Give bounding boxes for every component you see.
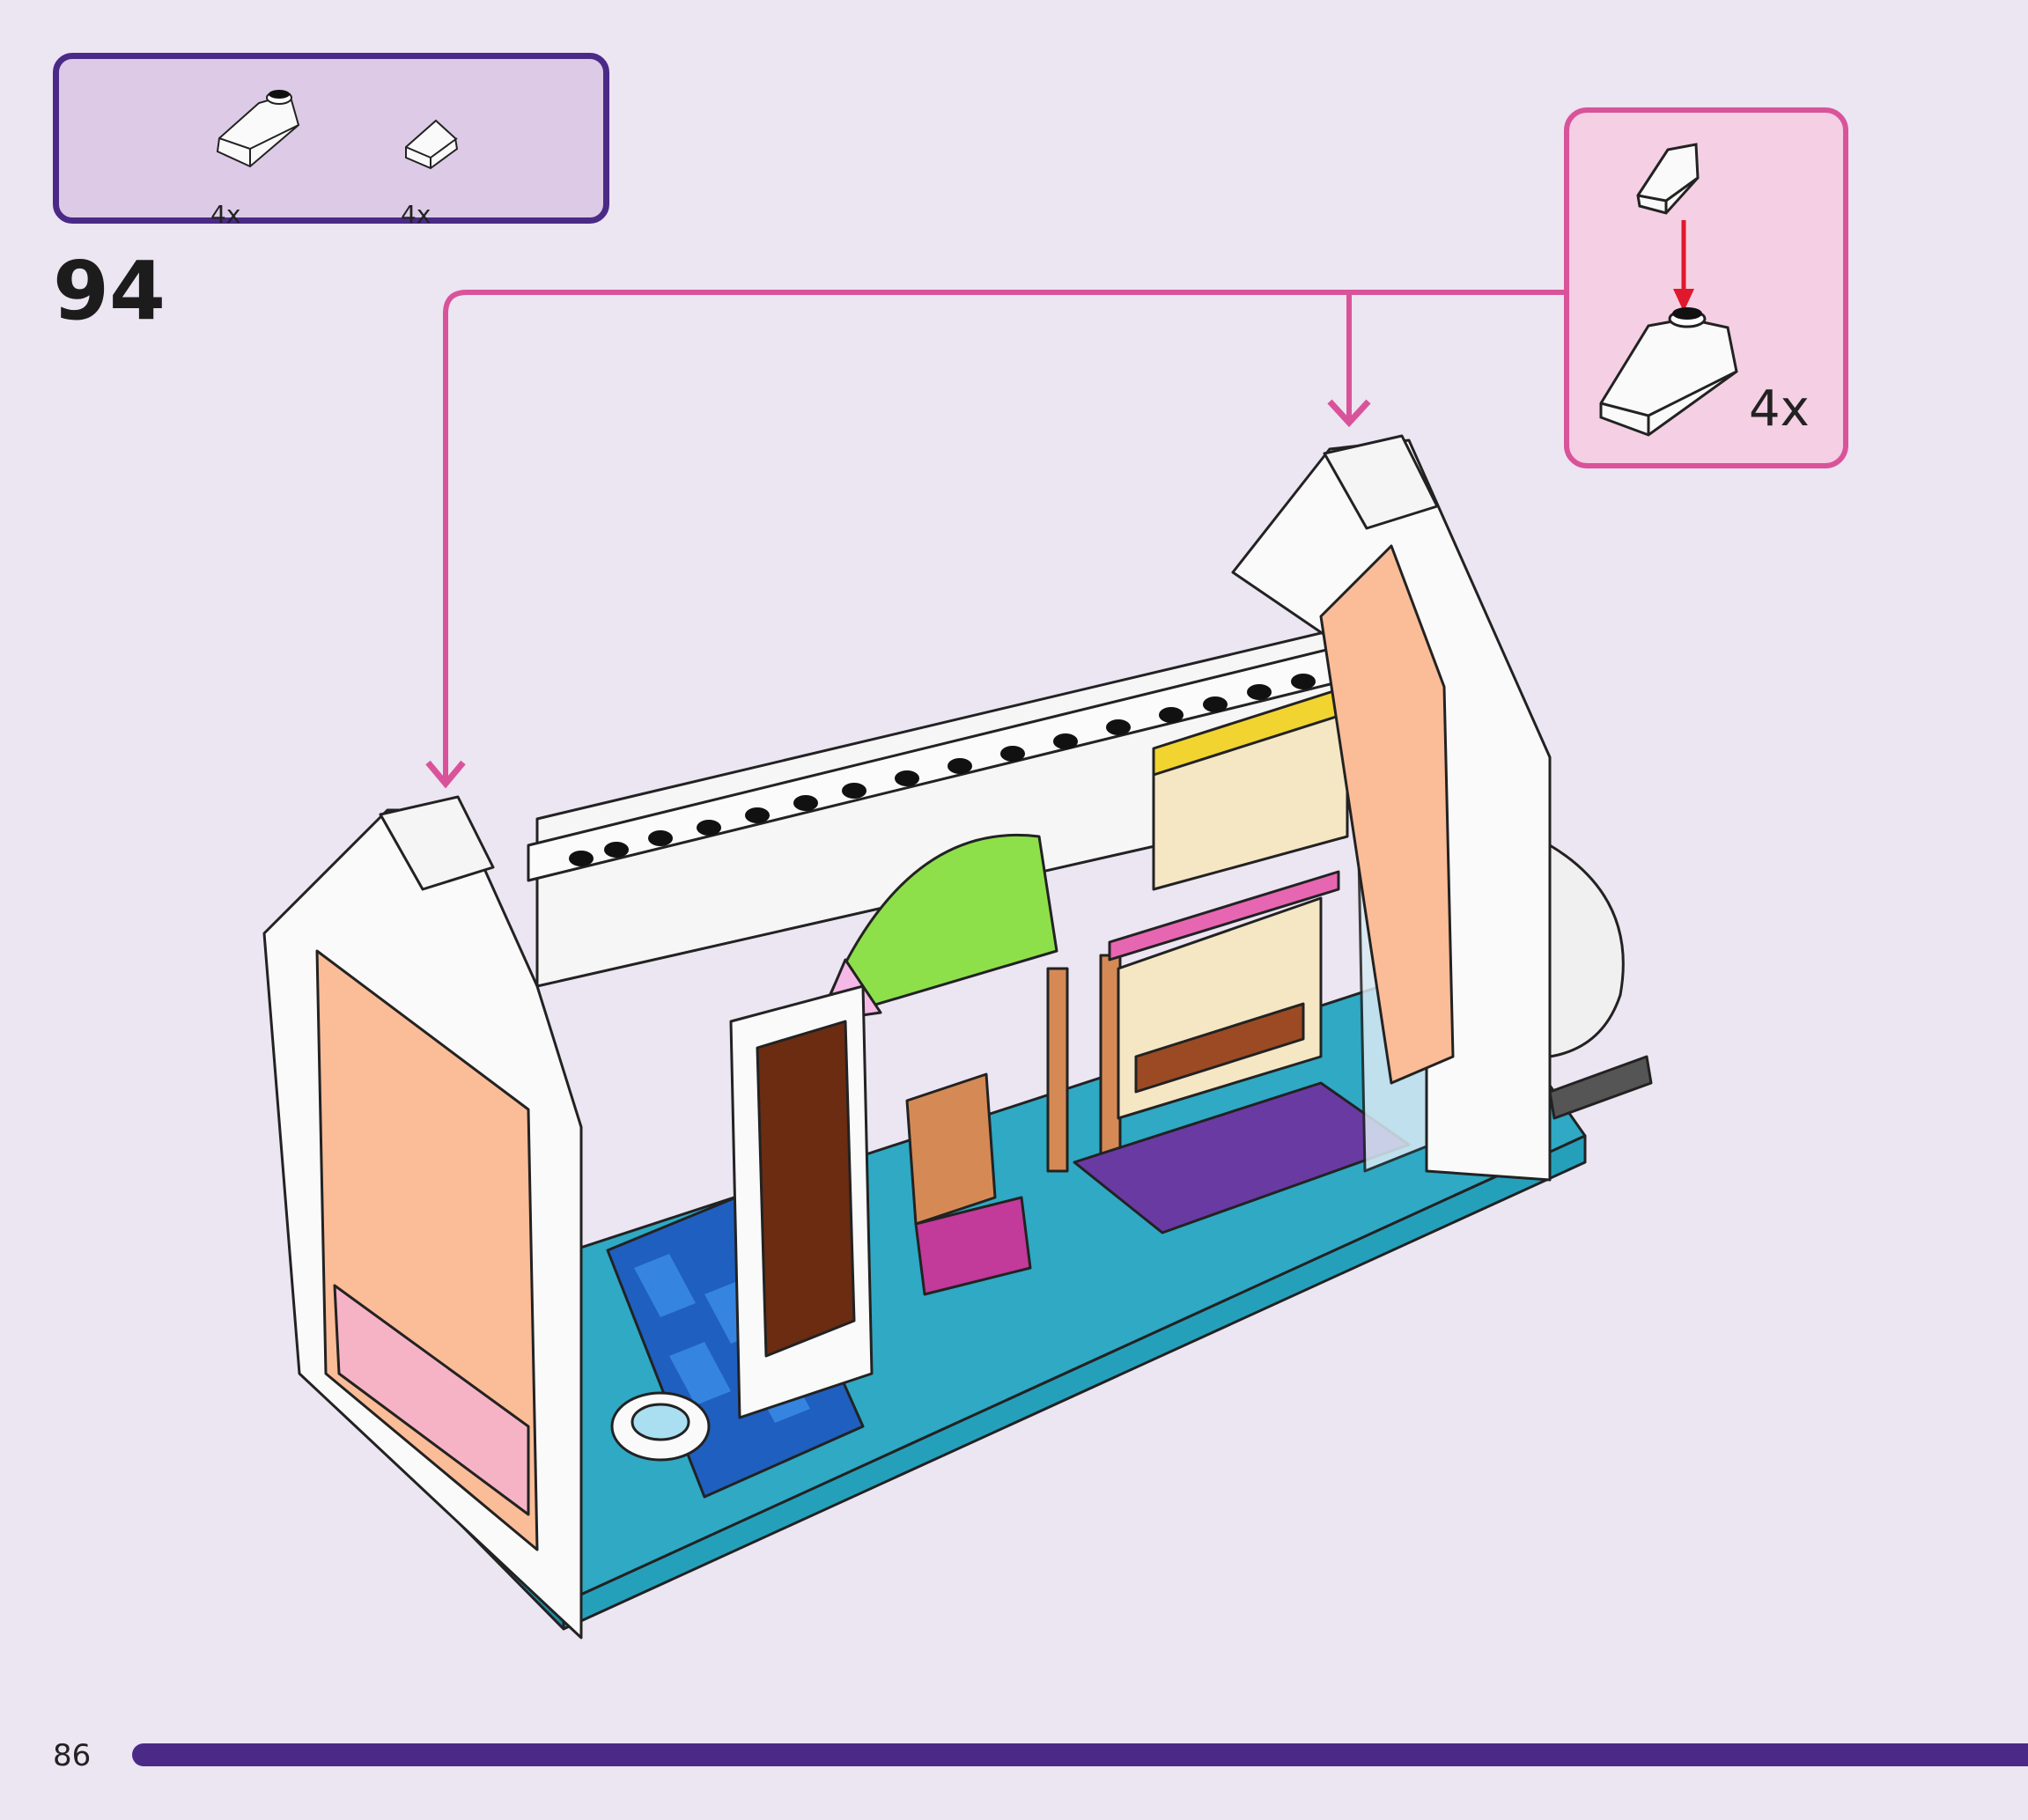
right-gable-top-slope	[1323, 434, 1439, 530]
callout-assembly-icon	[1599, 143, 1738, 437]
slope-brick-1x1-icon	[405, 119, 459, 170]
slope-brick-1x1-qty: 4x	[401, 200, 431, 229]
guide-line-left	[443, 290, 1564, 782]
door	[756, 1020, 856, 1358]
ladder	[1046, 967, 1069, 1173]
callout-box	[1564, 107, 1848, 468]
page-progress-bar	[132, 1743, 2028, 1766]
callout-quantity: 4x	[1749, 380, 1810, 438]
parts-list-box: 4x 4x	[53, 53, 609, 229]
step-number: 94	[53, 244, 166, 338]
slope-brick-1x2-qty: 4x	[210, 200, 241, 229]
slope-brick-1x2-icon	[216, 90, 300, 168]
slope-brick-1x1-part: 4x	[401, 114, 471, 229]
slope-brick-1x2-part: 4x	[210, 85, 307, 229]
left-gable-top-slope	[379, 795, 495, 891]
page-number: 86	[53, 1738, 92, 1773]
desk	[905, 1072, 997, 1226]
turntable	[1548, 844, 1625, 1058]
arrow-right-icon	[1327, 399, 1371, 428]
chair	[914, 1196, 1032, 1296]
arrow-left-icon	[425, 760, 466, 789]
